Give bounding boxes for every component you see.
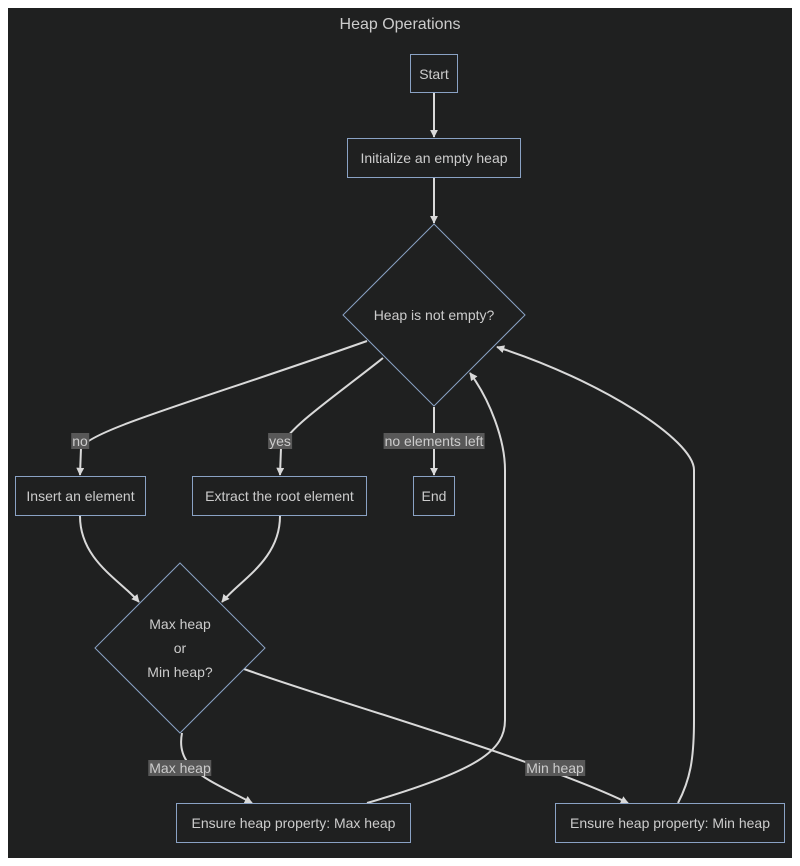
node-max-or-min-line1: Max heap xyxy=(149,616,211,632)
edge-check-extract xyxy=(276,357,384,476)
node-initialize-heap-label: Initialize an empty heap xyxy=(360,150,508,166)
diagram-title: Heap Operations xyxy=(339,16,461,33)
node-heap-not-empty-label: Heap is not empty? xyxy=(373,307,495,323)
edge-insert-decision xyxy=(79,515,140,603)
node-ensure-max-heap[interactable]: Ensure heap property: Max heap xyxy=(176,803,411,843)
node-ensure-max-heap-label: Ensure heap property: Max heap xyxy=(191,815,396,831)
node-initialize-heap[interactable]: Initialize an empty heap xyxy=(347,138,521,178)
node-max-or-min-line2: or xyxy=(173,640,187,656)
edge-label-no-elements-left: no elements left xyxy=(383,433,485,449)
node-ensure-min-heap-label: Ensure heap property: Min heap xyxy=(569,815,770,831)
decision-heap-not-empty-shape xyxy=(342,223,526,407)
node-extract-root[interactable]: Extract the root element xyxy=(192,476,367,516)
node-ensure-min-heap[interactable]: Ensure heap property: Min heap xyxy=(555,803,785,843)
decision-max-or-min-shape xyxy=(94,562,266,734)
node-insert-element[interactable]: Insert an element xyxy=(15,476,146,516)
node-start-label: Start xyxy=(419,65,449,82)
node-extract-root-label: Extract the root element xyxy=(205,488,354,504)
edge-label-min-heap: Min heap xyxy=(525,760,585,776)
edge-label-max-heap: Max heap xyxy=(148,760,212,776)
node-max-or-min-line3: Min heap? xyxy=(147,664,213,680)
edge-extract-decision xyxy=(221,515,281,603)
node-max-or-min-label: Max heap or Min heap? xyxy=(95,612,265,684)
node-start[interactable]: Start xyxy=(410,54,458,93)
edge-check-insert xyxy=(76,340,368,476)
edge-label-no: no xyxy=(71,433,89,449)
edge-decision-min xyxy=(243,668,629,804)
edge-max-check xyxy=(366,372,506,804)
edge-label-yes: yes xyxy=(268,433,292,449)
node-insert-element-label: Insert an element xyxy=(26,488,135,504)
node-end[interactable]: End xyxy=(413,476,455,516)
node-end-label: End xyxy=(421,488,447,504)
edge-min-check xyxy=(496,345,695,804)
